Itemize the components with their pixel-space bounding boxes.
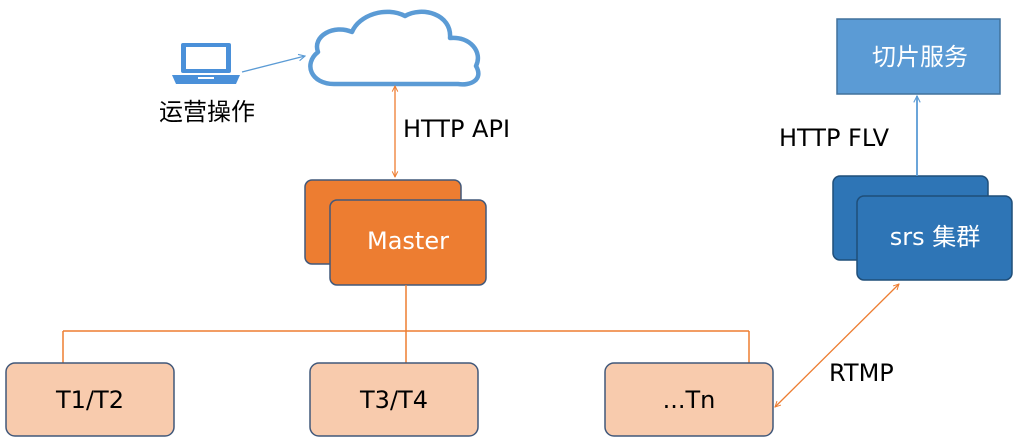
worker-node-t1-t2: T1/T2 (5, 362, 175, 437)
operator-label: 运营操作 (159, 98, 255, 126)
srs-cluster-label: srs 集群 (890, 223, 981, 251)
master-label: Master (367, 227, 449, 255)
worker-label: T1/T2 (55, 386, 124, 414)
srs-cluster-node: srs 集群 (832, 175, 1013, 281)
slice-service-label: 切片服务 (872, 43, 968, 71)
cloud-icon (308, 9, 481, 87)
master-worker-bus (62, 285, 750, 363)
http-api-label: HTTP API (403, 115, 510, 143)
master-node: Master (304, 179, 487, 286)
http-flv-label: HTTP FLV (779, 124, 890, 152)
worker-node-t3-t4: T3/T4 (309, 362, 479, 437)
slice-service-node: 切片服务 (836, 18, 1001, 95)
rtmp-arrow (775, 284, 899, 407)
rtmp-label: RTMP (829, 359, 894, 387)
operator-to-cloud-arrow (241, 56, 305, 73)
laptop-icon (172, 43, 240, 84)
worker-label: T3/T4 (359, 386, 428, 414)
worker-node-tn: ...Tn (604, 362, 774, 437)
worker-label: ...Tn (663, 386, 716, 414)
